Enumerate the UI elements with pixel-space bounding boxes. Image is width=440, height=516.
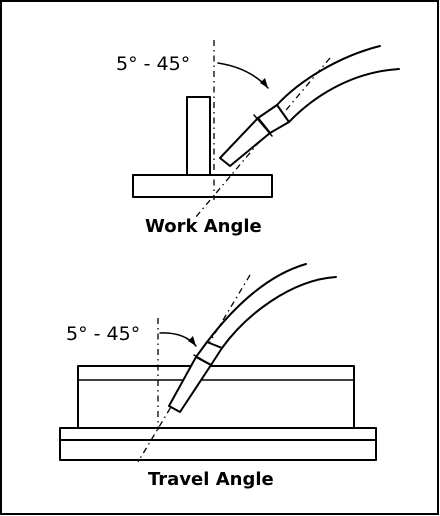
work-angle-arc	[217, 62, 269, 89]
work-angle-arrow-icon	[260, 78, 268, 88]
work-cable-upper	[276, 45, 381, 106]
work-angle-range-label: 5° - 45°	[116, 53, 190, 75]
travel-angle-panel: 5° - 45° Travel Angle	[59, 263, 377, 490]
travel-cable-upper	[206, 263, 307, 343]
travel-angle-arrow-icon	[188, 336, 196, 346]
travel-angle-range-label: 5° - 45°	[66, 323, 140, 345]
work-base-plate	[132, 174, 273, 198]
travel-nozzle-collar	[193, 354, 214, 367]
work-angle-panel: 5° - 45° Work Angle	[116, 40, 400, 237]
travel-cable-lower	[221, 276, 337, 349]
work-nozzle-collar	[253, 114, 273, 137]
travel-workpiece	[77, 365, 355, 429]
work-vertical-plate	[186, 96, 211, 176]
work-cable-lower	[288, 68, 400, 123]
work-torch-axis-line	[194, 57, 331, 219]
work-angle-caption: Work Angle	[145, 216, 262, 237]
travel-angle-caption: Travel Angle	[148, 469, 274, 490]
travel-base-step	[59, 427, 377, 441]
travel-base-plate	[59, 439, 377, 461]
